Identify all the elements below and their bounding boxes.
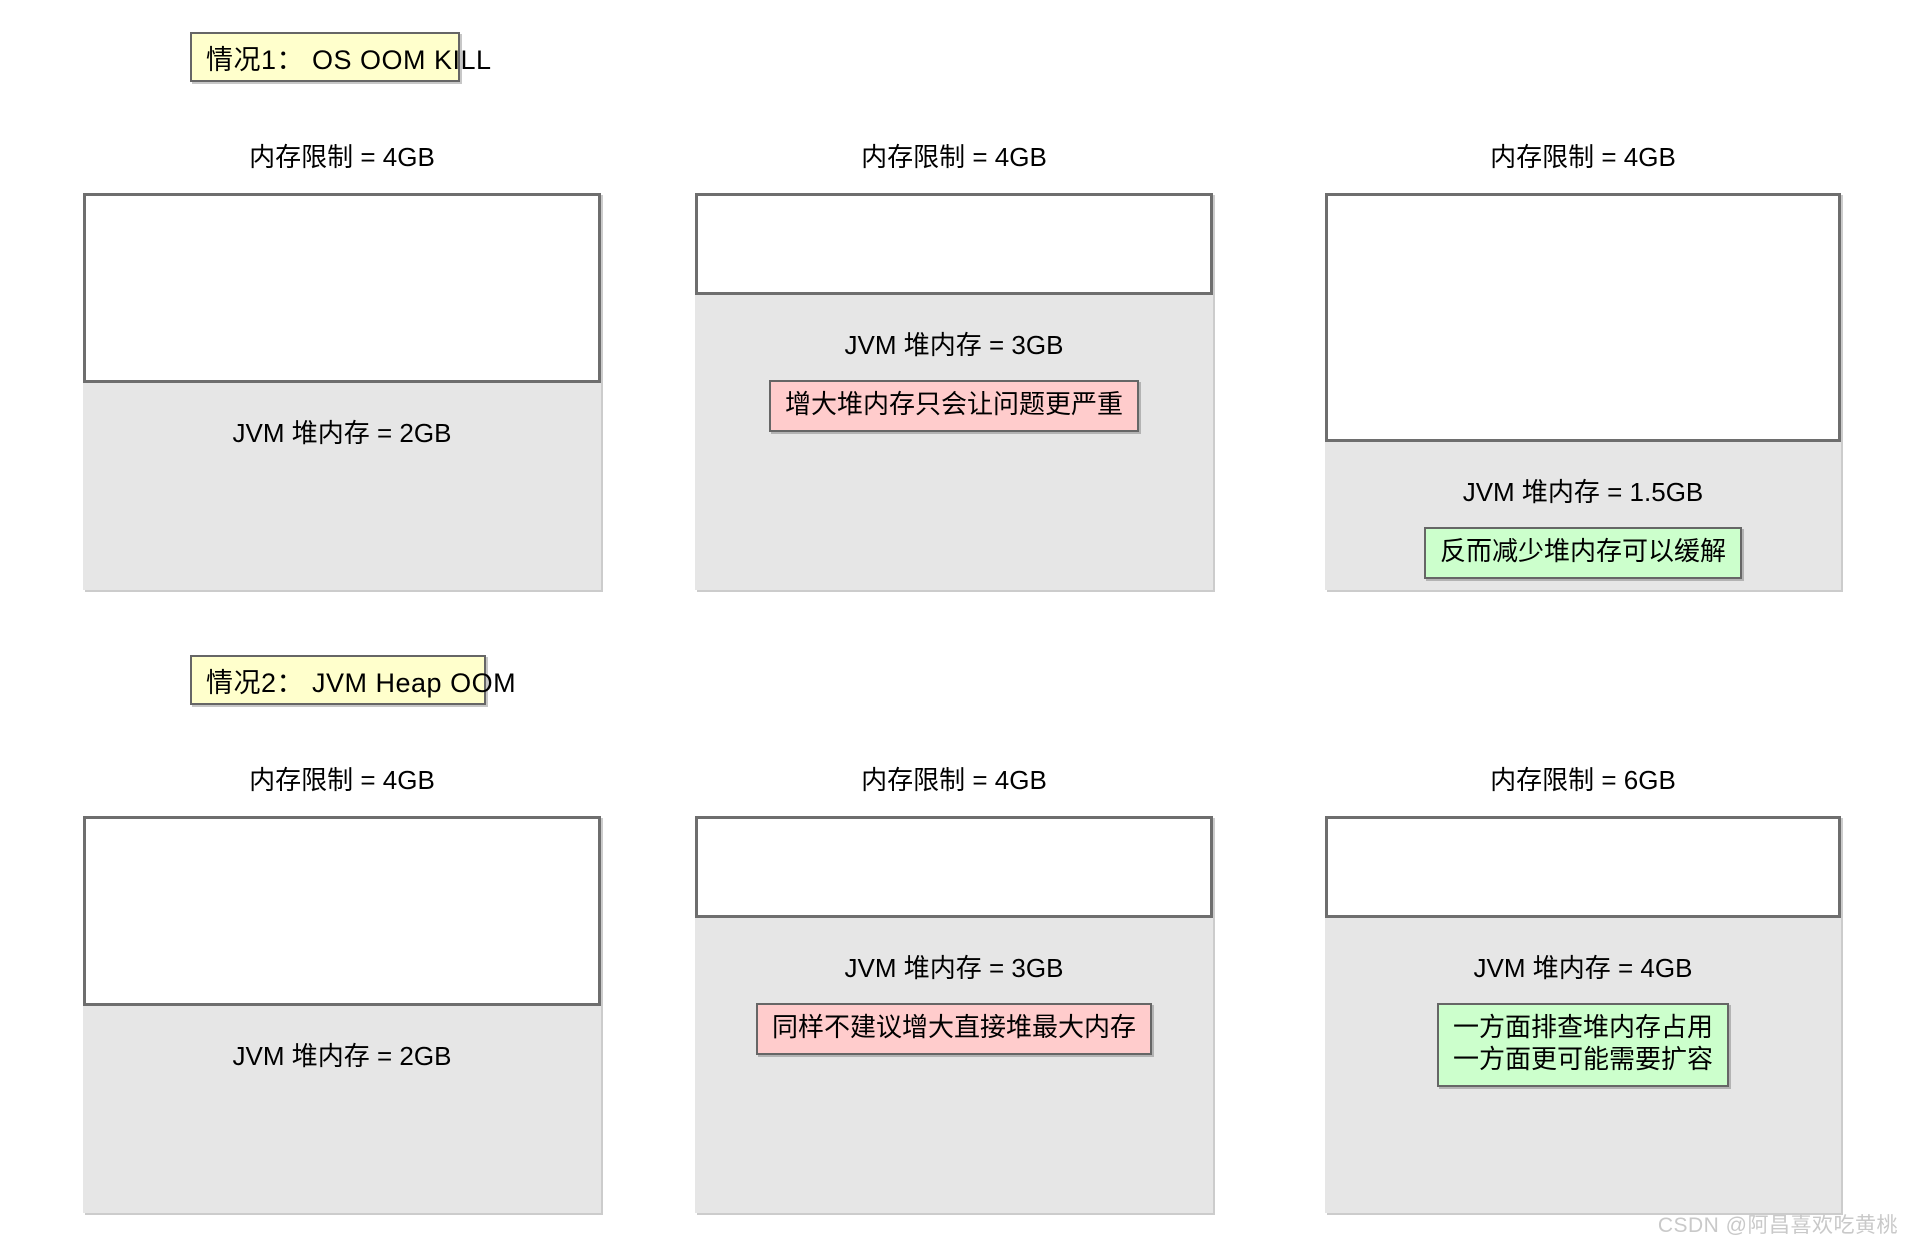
case-1-panel-3: 内存限制 = 4GB JVM 堆内存 = 1.5GB 反而减少堆内存可以缓解 xyxy=(1325,142,1841,590)
jvm-heap-region: JVM 堆内存 = 2GB xyxy=(83,1002,601,1213)
annotation-note-good: 一方面排查堆内存占用 一方面更可能需要扩容 xyxy=(1436,1003,1729,1087)
jvm-heap-region: JVM 堆内存 = 3GB 增大堆内存只会让问题更严重 xyxy=(695,292,1213,590)
memory-limit-caption: 内存限制 = 4GB xyxy=(861,765,1047,795)
case-2-panel-2: 内存限制 = 4GB JVM 堆内存 = 3GB 同样不建议增大直接堆最大内存 xyxy=(695,765,1213,1213)
memory-limit-caption: 内存限制 = 4GB xyxy=(1490,142,1676,172)
jvm-heap-region: JVM 堆内存 = 2GB xyxy=(83,379,601,590)
case-2-panel-1: 内存限制 = 4GB JVM 堆内存 = 2GB xyxy=(83,765,601,1213)
jvm-heap-label: JVM 堆内存 = 2GB xyxy=(232,1040,452,1071)
memory-limit-caption: 内存限制 = 4GB xyxy=(861,142,1047,172)
case-1-title-chip: 情况1： OS OOM KILL xyxy=(190,32,491,82)
jvm-heap-label: JVM 堆内存 = 3GB xyxy=(844,330,1064,361)
csdn-watermark: CSDN @阿昌喜欢吃黄桃 xyxy=(1657,1214,1898,1237)
case-2-title-chip: 情况2： JVM Heap OOM xyxy=(190,655,516,705)
annotation-note-warning: 同样不建议增大直接堆最大内存 xyxy=(755,1003,1152,1055)
memory-limit-caption: 内存限制 = 4GB xyxy=(249,142,435,172)
case-1-panel-2: 内存限制 = 4GB JVM 堆内存 = 3GB 增大堆内存只会让问题更严重 xyxy=(695,142,1213,590)
jvm-heap-label: JVM 堆内存 = 3GB xyxy=(844,953,1064,984)
jvm-heap-label: JVM 堆内存 = 2GB xyxy=(232,417,452,448)
jvm-heap-region: JVM 堆内存 = 4GB 一方面排查堆内存占用 一方面更可能需要扩容 xyxy=(1325,915,1841,1213)
memory-limit-caption: 内存限制 = 6GB xyxy=(1490,765,1676,795)
case-1-panel-1: 内存限制 = 4GB JVM 堆内存 = 2GB xyxy=(83,142,601,590)
case-2-panel-3: 内存限制 = 6GB JVM 堆内存 = 4GB 一方面排查堆内存占用 一方面更… xyxy=(1325,765,1841,1213)
jvm-heap-label: JVM 堆内存 = 4GB xyxy=(1473,953,1693,984)
annotation-note-good: 反而减少堆内存可以缓解 xyxy=(1423,527,1742,579)
jvm-heap-label: JVM 堆内存 = 1.5GB xyxy=(1462,477,1704,508)
jvm-heap-region: JVM 堆内存 = 3GB 同样不建议增大直接堆最大内存 xyxy=(695,915,1213,1213)
memory-limit-caption: 内存限制 = 4GB xyxy=(249,765,435,795)
jvm-heap-region: JVM 堆内存 = 1.5GB 反而减少堆内存可以缓解 xyxy=(1325,439,1841,590)
annotation-note-warning: 增大堆内存只会让问题更严重 xyxy=(768,380,1139,432)
